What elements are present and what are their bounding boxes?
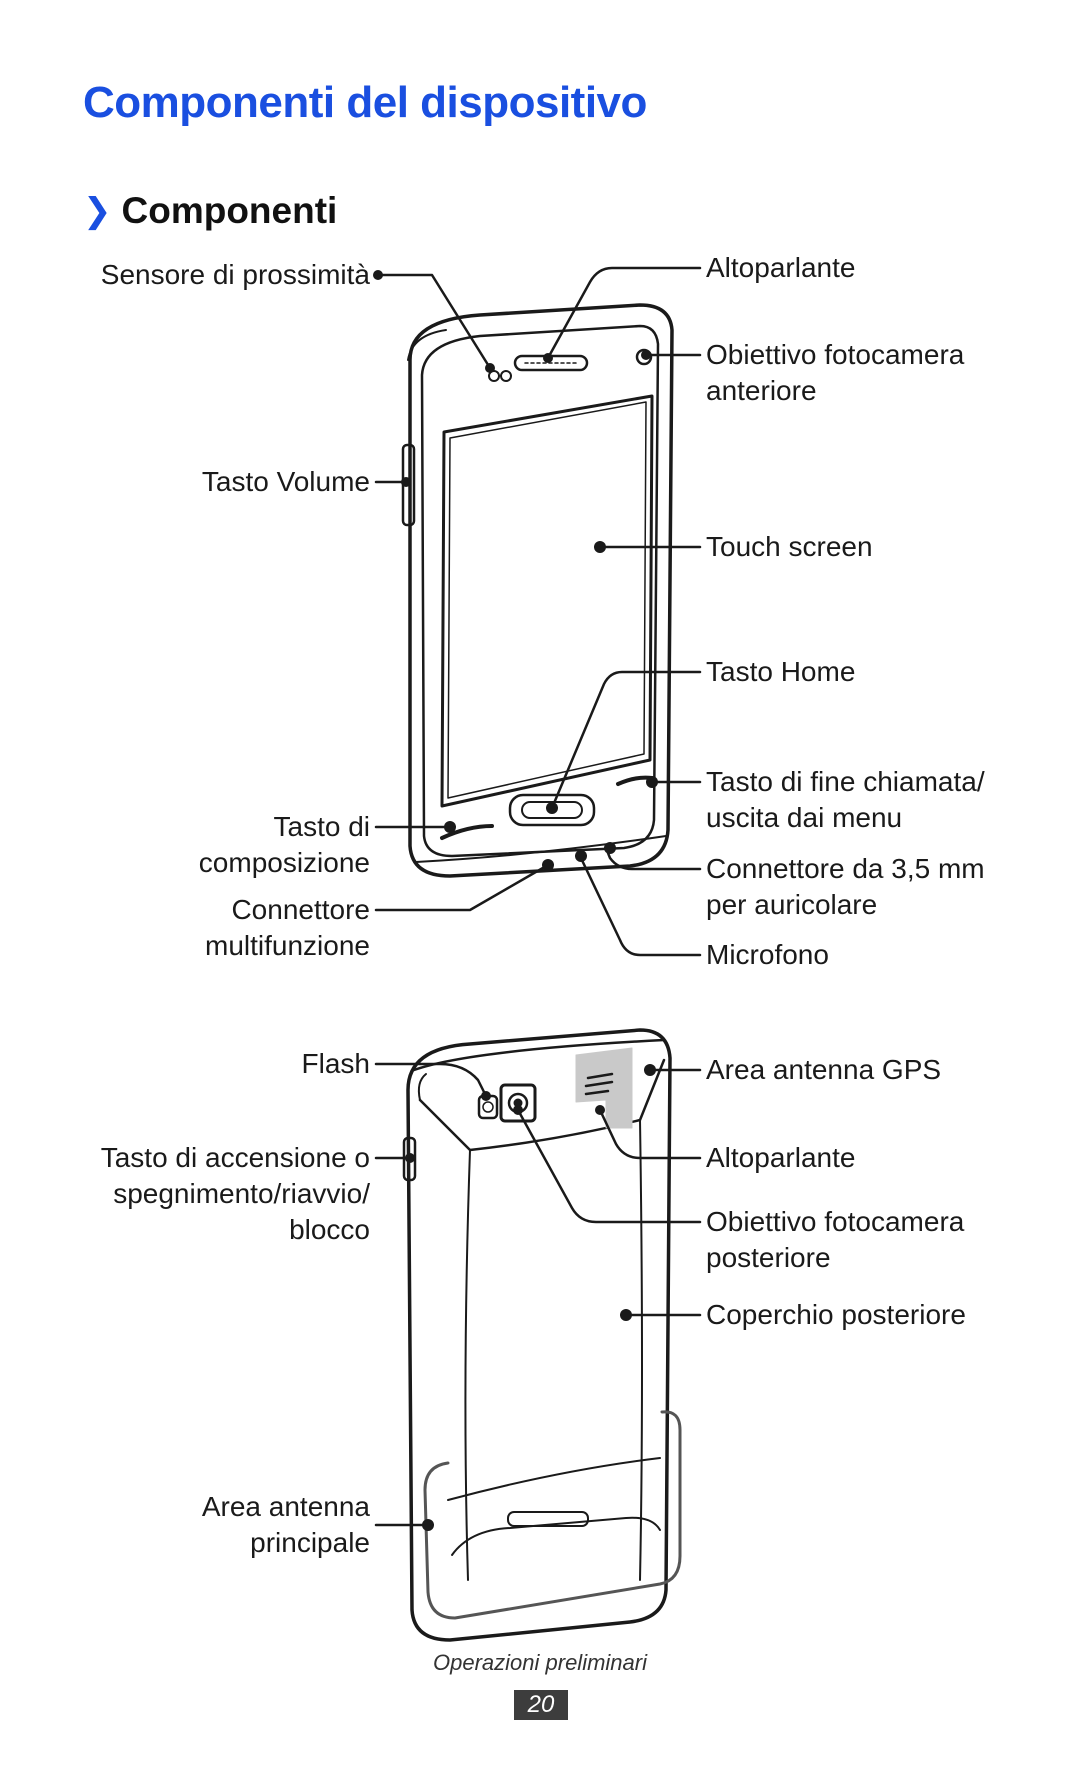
proximity-sensor-label: Sensore di prossimità xyxy=(100,259,370,290)
power-key-label: Tasto di accensione o spegnimento/riavvi… xyxy=(100,1142,370,1245)
gps-antenna-label: Area antenna GPS xyxy=(706,1054,942,1085)
section-heading: ❯ Componenti xyxy=(83,190,337,232)
speaker-label: Altoparlante xyxy=(706,252,856,283)
main-antenna-label: Area antenna principale xyxy=(201,1491,370,1558)
page-title: Componenti del dispositivo xyxy=(83,78,647,127)
multifunction-jack-label: Connettore multifunzione xyxy=(205,894,370,961)
dial-key-label: Tasto di composizione xyxy=(198,811,370,878)
home-key-label: Tasto Home xyxy=(706,656,856,687)
footer-section-name: Operazioni preliminari xyxy=(433,1650,647,1675)
callout-dots xyxy=(373,270,658,1531)
volume-key-label: Tasto Volume xyxy=(201,466,370,497)
front-camera-label: Obiettivo fotocamera anteriore xyxy=(706,339,965,406)
front-phone xyxy=(401,303,674,878)
end-key-label: Tasto di fine chiamata/ uscita dai menu xyxy=(706,766,985,833)
chevron-right-icon: ❯ xyxy=(83,192,112,230)
back-cover-label: Coperchio posteriore xyxy=(706,1299,966,1330)
headset-jack-label: Connettore da 3,5 mm per auricolare xyxy=(706,853,985,920)
flash-label: Flash xyxy=(301,1048,370,1079)
back-leader-lines xyxy=(374,1062,702,1527)
rear-speaker-label: Altoparlante xyxy=(706,1142,856,1173)
front-leader-lines xyxy=(374,266,702,957)
back-phone xyxy=(402,1028,682,1642)
page-number: 20 xyxy=(514,1690,568,1720)
microphone-label: Microfono xyxy=(706,939,829,970)
rear-camera-label: Obiettivo fotocamera posteriore xyxy=(706,1206,965,1273)
section-heading-text: Componenti xyxy=(121,190,338,231)
touch-screen-label: Touch screen xyxy=(706,531,873,562)
